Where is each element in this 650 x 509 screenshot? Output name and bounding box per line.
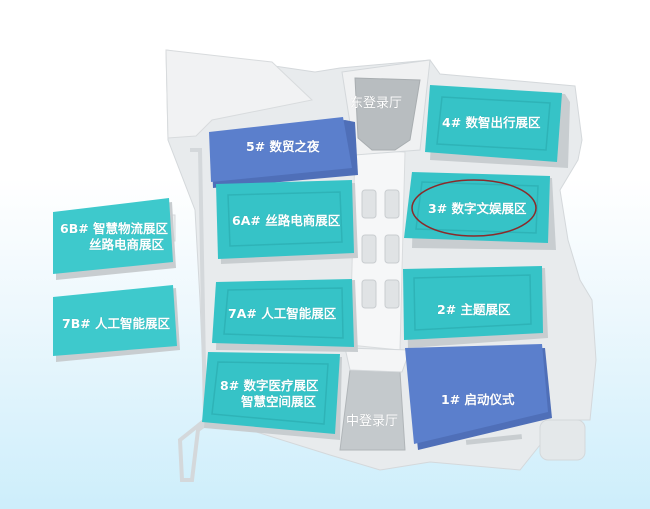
zone-2-label[interactable]: 2# 主题展区 bbox=[437, 302, 511, 317]
zone-8-label-line1: 8# 数字医疗展区 bbox=[220, 378, 319, 393]
central-hall-label: 中登录厅 bbox=[346, 414, 399, 429]
zone-5-label[interactable]: 5# 数贸之夜 bbox=[246, 139, 320, 154]
zone-8-label-line2: 智慧空间展区 bbox=[240, 394, 316, 409]
zone-1-label[interactable]: 1# 启动仪式 bbox=[441, 392, 515, 407]
zone-6B-label[interactable]: 6B# 智慧物流展区 丝路电商展区 bbox=[60, 221, 169, 253]
zone-7B[interactable] bbox=[53, 285, 180, 362]
zone-6B-label-line1: 6B# 智慧物流展区 bbox=[60, 221, 169, 236]
highlight-ellipse bbox=[411, 179, 537, 237]
zone-4-label[interactable]: 4# 数智出行展区 bbox=[442, 115, 541, 130]
zone-7A[interactable] bbox=[212, 279, 358, 352]
zone-7A-label[interactable]: 7A# 人工智能展区 bbox=[228, 306, 337, 321]
zone-2[interactable] bbox=[403, 266, 548, 348]
zone-8-label[interactable]: 8# 数字医疗展区 智慧空间展区 bbox=[220, 378, 319, 410]
central-registration-hall[interactable] bbox=[339, 347, 411, 451]
east-registration-hall[interactable] bbox=[341, 59, 431, 156]
zone-6A[interactable] bbox=[216, 180, 358, 264]
zone-6B-label-line2: 丝路电商展区 bbox=[88, 237, 164, 252]
zone-1[interactable] bbox=[405, 344, 552, 450]
zone-5[interactable] bbox=[209, 117, 358, 188]
zone-6A-label[interactable]: 6A# 丝路电商展区 bbox=[232, 213, 341, 228]
zone-4[interactable] bbox=[425, 85, 570, 168]
central-corridor bbox=[349, 149, 406, 351]
zone-3[interactable] bbox=[404, 172, 556, 250]
east-hall-label: 东登录厅 bbox=[350, 96, 403, 111]
zone-7B-label[interactable]: 7B# 人工智能展区 bbox=[62, 316, 171, 331]
zone-6B[interactable] bbox=[53, 198, 176, 280]
zone-8[interactable] bbox=[202, 352, 342, 440]
zone-3-label[interactable]: 3# 数字文娱展区 bbox=[428, 201, 527, 216]
